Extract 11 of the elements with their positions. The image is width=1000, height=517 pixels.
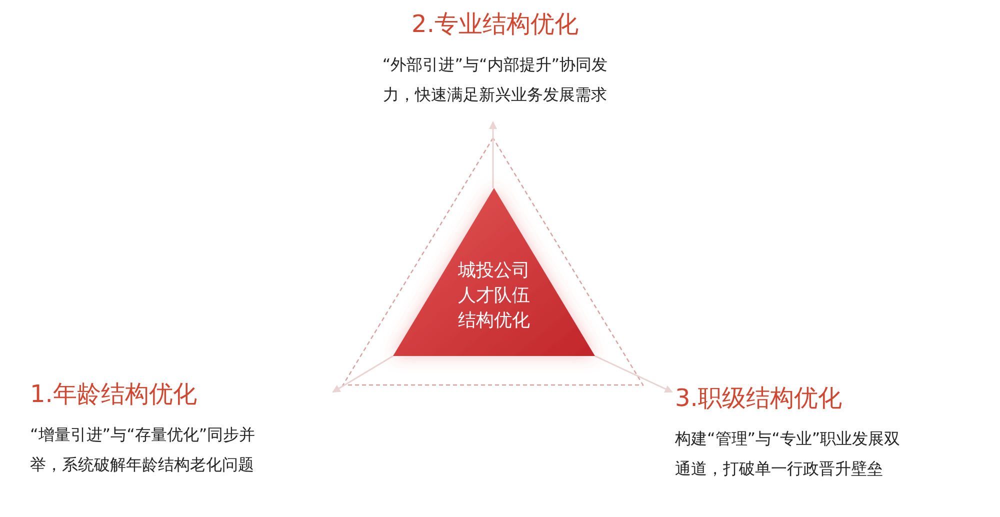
section-description: 构建“管理”与“专业”职业发展双通道，打破单一行政晋升壁垒	[675, 428, 902, 480]
arrow	[594, 355, 673, 393]
section-heading: 2.专业结构优化	[410, 9, 580, 40]
section-heading: 1.年龄结构优化	[30, 379, 198, 410]
section-heading: 3.职级结构优化	[675, 383, 843, 414]
triangle-shape	[393, 188, 595, 356]
arrow	[489, 121, 497, 188]
arrow	[332, 355, 394, 393]
center-title: 城投公司人才队伍结构优化	[457, 259, 531, 333]
section-description: “增量引进”与“存量优化”同步并举，系统破解年龄结构老化问题	[30, 424, 256, 476]
section-description: “外部引进”与“内部提升”协同发力，快速满足新兴业务发展需求	[381, 54, 609, 106]
